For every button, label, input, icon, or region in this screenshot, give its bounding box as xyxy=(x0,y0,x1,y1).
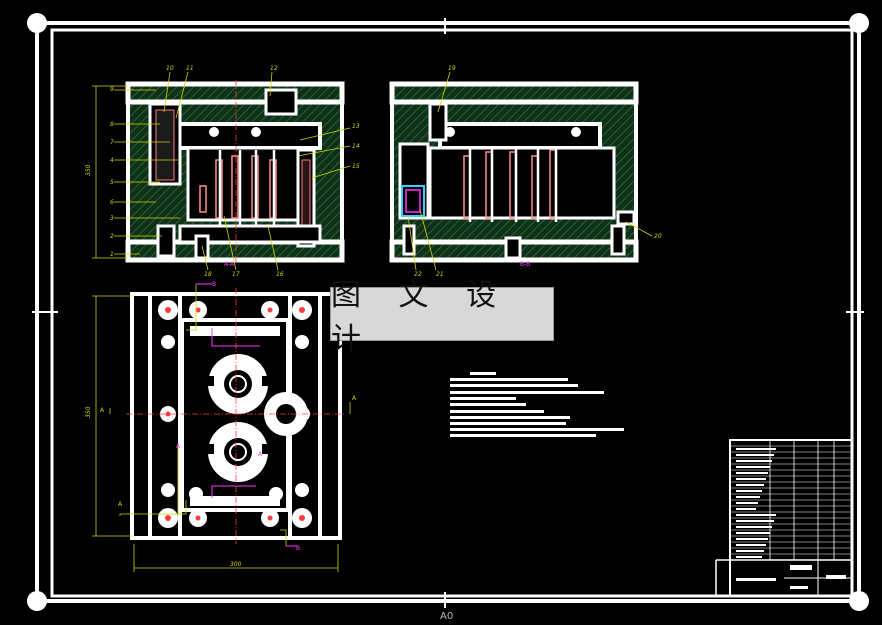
parts-list-text-bar xyxy=(736,520,774,522)
parts-list-text-bar xyxy=(736,538,768,540)
plan-view xyxy=(92,283,351,572)
part-number: 18 xyxy=(204,271,212,278)
section-view-bb xyxy=(389,71,653,271)
parts-list-text-bar xyxy=(736,544,766,546)
part-number: 9 xyxy=(110,86,114,93)
cut-mark-a: A xyxy=(258,451,263,458)
parts-list-text-bar xyxy=(736,478,766,480)
section-label-aa: A-A xyxy=(224,261,235,268)
parts-list-text-bar xyxy=(736,484,764,486)
part-number: 5 xyxy=(110,179,114,186)
part-number: 19 xyxy=(448,65,456,72)
parts-list-text-bar xyxy=(736,472,768,474)
parts-list-text-bar xyxy=(736,532,770,534)
part-number: 3 xyxy=(110,215,114,222)
part-number: 12 xyxy=(270,65,278,72)
part-number: 22 xyxy=(414,271,422,278)
part-number: 7 xyxy=(110,139,114,146)
cut-mark-a: A xyxy=(118,501,123,508)
parts-list-text-bar xyxy=(736,490,762,492)
cut-mark-a: A xyxy=(176,443,181,450)
part-number: 4 xyxy=(110,157,114,164)
cut-mark-b: B xyxy=(296,545,300,552)
title-block xyxy=(715,439,853,597)
technical-notes xyxy=(450,372,624,437)
part-number: 10 xyxy=(166,65,174,72)
section-labels: A-A B-B B B A A xyxy=(176,261,530,552)
parts-list-text-bar xyxy=(736,454,774,456)
dimension-label: 350 xyxy=(85,406,92,418)
cut-marks-yellow: A A A xyxy=(100,395,357,508)
dimension-label: 350 xyxy=(85,164,92,176)
part-number: 11 xyxy=(186,65,194,72)
part-number-labels: 9 8 7 4 5 6 3 2 1 10 11 12 13 14 15 18 1… xyxy=(85,65,662,568)
parts-list-text-bar xyxy=(736,460,772,462)
part-number: 6 xyxy=(110,199,114,206)
parts-list-text-bar xyxy=(736,502,758,504)
watermark-banner: 图 文 设 计 xyxy=(330,278,554,357)
parts-list-text-bar xyxy=(736,448,776,450)
section-label-bb: B-B xyxy=(520,261,530,268)
part-number: 2 xyxy=(110,233,114,240)
cut-mark-a: A xyxy=(352,395,357,402)
parts-list-text-bar xyxy=(736,496,760,498)
part-number: 13 xyxy=(352,123,360,130)
parts-list-text-bar xyxy=(736,508,756,510)
part-number: 14 xyxy=(352,143,360,150)
cut-mark-b: B xyxy=(212,281,216,288)
sheet-size-label: A0 xyxy=(440,611,454,622)
parts-list-text-bar xyxy=(736,550,764,552)
parts-list-text-bar xyxy=(736,466,770,468)
part-number: 16 xyxy=(276,271,284,278)
parts-list-text-bar xyxy=(736,514,776,516)
part-number: 8 xyxy=(110,121,114,128)
sheet-border xyxy=(27,13,869,611)
section-view-aa xyxy=(92,71,351,271)
part-number: 1 xyxy=(110,251,114,258)
part-number: 15 xyxy=(352,163,360,170)
part-number: 17 xyxy=(232,271,240,278)
parts-list-text-bar xyxy=(736,556,762,558)
parts-list-text-bar xyxy=(736,526,772,528)
part-number: 21 xyxy=(436,271,444,278)
dimension-label: 300 xyxy=(230,561,242,568)
part-number: 20 xyxy=(654,233,662,240)
cut-mark-a: A xyxy=(100,407,105,414)
